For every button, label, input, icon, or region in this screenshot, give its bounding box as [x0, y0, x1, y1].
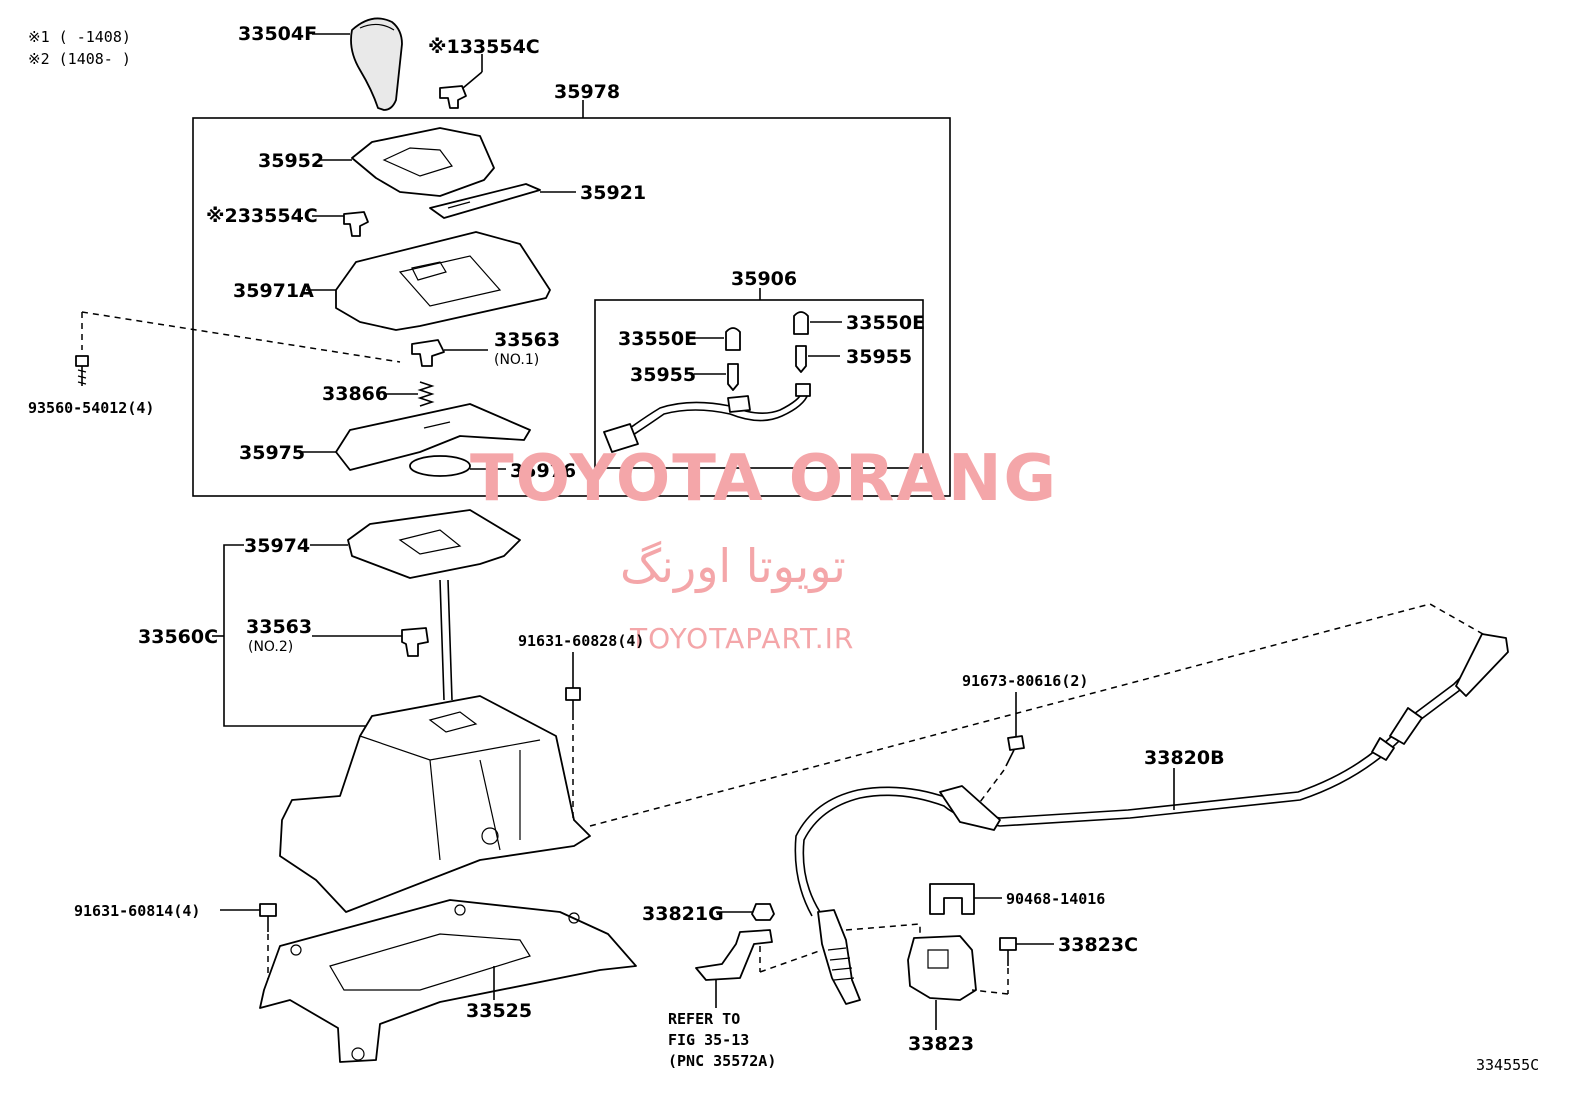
label-35976: 35976 [510, 460, 576, 482]
label-35974: 35974 [244, 535, 310, 557]
label-35955-b: 35955 [846, 346, 912, 368]
label-33563-no1-sub: (NO.1) [494, 352, 539, 368]
wire-harness [603, 383, 811, 453]
bolt-91673-80616 [1005, 735, 1025, 767]
plate-35976 [409, 455, 471, 477]
bracket-ref-35572A [695, 929, 773, 981]
housing-35971A [335, 231, 551, 331]
label-33563-no2: 33563 [246, 616, 312, 638]
label-33550E-a: 33550E [618, 328, 697, 350]
assembly-box-35978 [192, 117, 951, 497]
label-33550E-b: 33550E [846, 312, 925, 334]
label-33560C: 33560C [138, 626, 218, 648]
label-35955-a: 35955 [630, 364, 696, 386]
strip-35921 [429, 183, 541, 219]
bracket-33823 [907, 935, 977, 1001]
label-33820B: 33820B [1144, 747, 1225, 769]
label-33866: 33866 [322, 383, 388, 405]
label-33525: 33525 [466, 1000, 532, 1022]
bezel-35952 [351, 127, 495, 197]
assembly-box-35906 [594, 299, 924, 469]
bulb-33550E-a [725, 327, 741, 351]
label-90468-14016: 90468-14016 [1006, 890, 1105, 908]
figure-number: 334555C [1476, 1056, 1539, 1074]
bolt-91631-60814 [259, 903, 277, 932]
label-33554C-1: ※133554C [428, 36, 540, 58]
label-35971A: 35971A [233, 280, 314, 302]
cover-35975 [335, 403, 531, 471]
clip-33563-no1 [411, 339, 445, 367]
plate-35974 [347, 509, 521, 579]
nut-33821G [751, 903, 775, 921]
label-33504F: 33504F [238, 23, 317, 45]
ref-line-1: REFER TO [668, 1010, 740, 1028]
label-33823C: 33823C [1058, 934, 1138, 956]
clip-90468-14016 [929, 883, 975, 915]
label-35906: 35906 [731, 268, 797, 290]
shift-knob [350, 17, 403, 111]
bolt-91631-60828 [565, 687, 581, 720]
label-35952: 35952 [258, 150, 324, 172]
label-33563-no2-sub: (NO.2) [248, 639, 293, 655]
label-93560: 93560-54012(4) [28, 399, 154, 417]
clip-33563-no2 [401, 627, 429, 657]
label-91673-80616: 91673-80616(2) [962, 672, 1088, 690]
shift-cable-33820B [794, 633, 1509, 1005]
bolt-93560 [75, 355, 89, 386]
label-33823: 33823 [908, 1033, 974, 1055]
watermark-persian: تویوتا اورنگ [620, 539, 846, 594]
base-bracket-33525 [259, 899, 637, 1063]
bolt-33823C [999, 937, 1017, 966]
note-1: ※1 ( -1408) [28, 28, 131, 46]
label-91631-60814: 91631-60814(4) [74, 902, 200, 920]
socket-35955-a [727, 363, 739, 391]
label-35921: 35921 [580, 182, 646, 204]
bulb-33550E-b [793, 311, 809, 335]
label-33554C-2: ※233554C [206, 205, 318, 227]
note-2: ※2 (1408- ) [28, 50, 131, 68]
label-35975: 35975 [239, 442, 305, 464]
ref-line-3: (PNC 35572A) [668, 1052, 776, 1070]
clip-33554C-2 [343, 211, 369, 237]
label-35978: 35978 [554, 81, 620, 103]
spring-33866 [417, 381, 435, 407]
watermark-brand: TOYOTA ORANG [470, 442, 1058, 516]
label-91631-60828: 91631-60828(4) [518, 632, 644, 650]
ref-line-2: FIG 35-13 [668, 1031, 749, 1049]
shift-lever-33560C [279, 579, 591, 913]
socket-35955-b [795, 345, 807, 373]
label-33563-no1: 33563 [494, 329, 560, 351]
watermark-site: TOYOTAPART.IR [629, 622, 854, 655]
label-33821G: 33821G [642, 903, 724, 925]
clip-33554C-1 [439, 85, 467, 109]
